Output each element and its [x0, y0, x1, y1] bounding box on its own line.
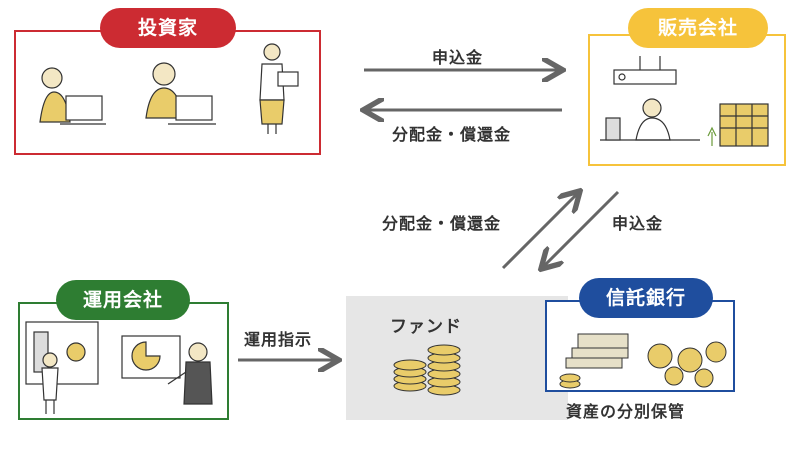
label-manager-to-fund: 運用指示 [244, 330, 313, 349]
fund-coins-icon [393, 344, 461, 396]
arrow-distributor-to-fund [543, 190, 620, 267]
investor-person-3-icon [259, 43, 299, 134]
label-investor-to-distributor: 申込金 [432, 48, 484, 67]
manager-badge: 運用会社 [56, 280, 190, 320]
bank-counter-icon [600, 56, 700, 141]
distributor-badge: 販売会社 [628, 8, 768, 48]
arrow-fund-to-distributor [501, 193, 578, 270]
fund-label: ファンド [390, 317, 462, 337]
presenter-person-icon [121, 335, 213, 405]
trustbank-badge: 信託銀行 [579, 278, 713, 318]
label-distributor-to-investor: 分配金・償還金 [392, 125, 512, 144]
money-stack-icon [559, 333, 629, 389]
crypto-coins-icon [647, 341, 727, 388]
investor-badge: 投資家 [100, 8, 236, 48]
office-building-icon [707, 103, 769, 147]
label-fund-to-distributor: 分配金・償還金 [382, 214, 502, 233]
analyst-person-icon [25, 321, 99, 414]
investor-person-1-icon [39, 67, 106, 125]
trust-caption: 資産の分別保管 [566, 402, 686, 421]
label-distributor-to-fund: 申込金 [612, 214, 664, 233]
investor-person-2-icon [145, 62, 216, 125]
